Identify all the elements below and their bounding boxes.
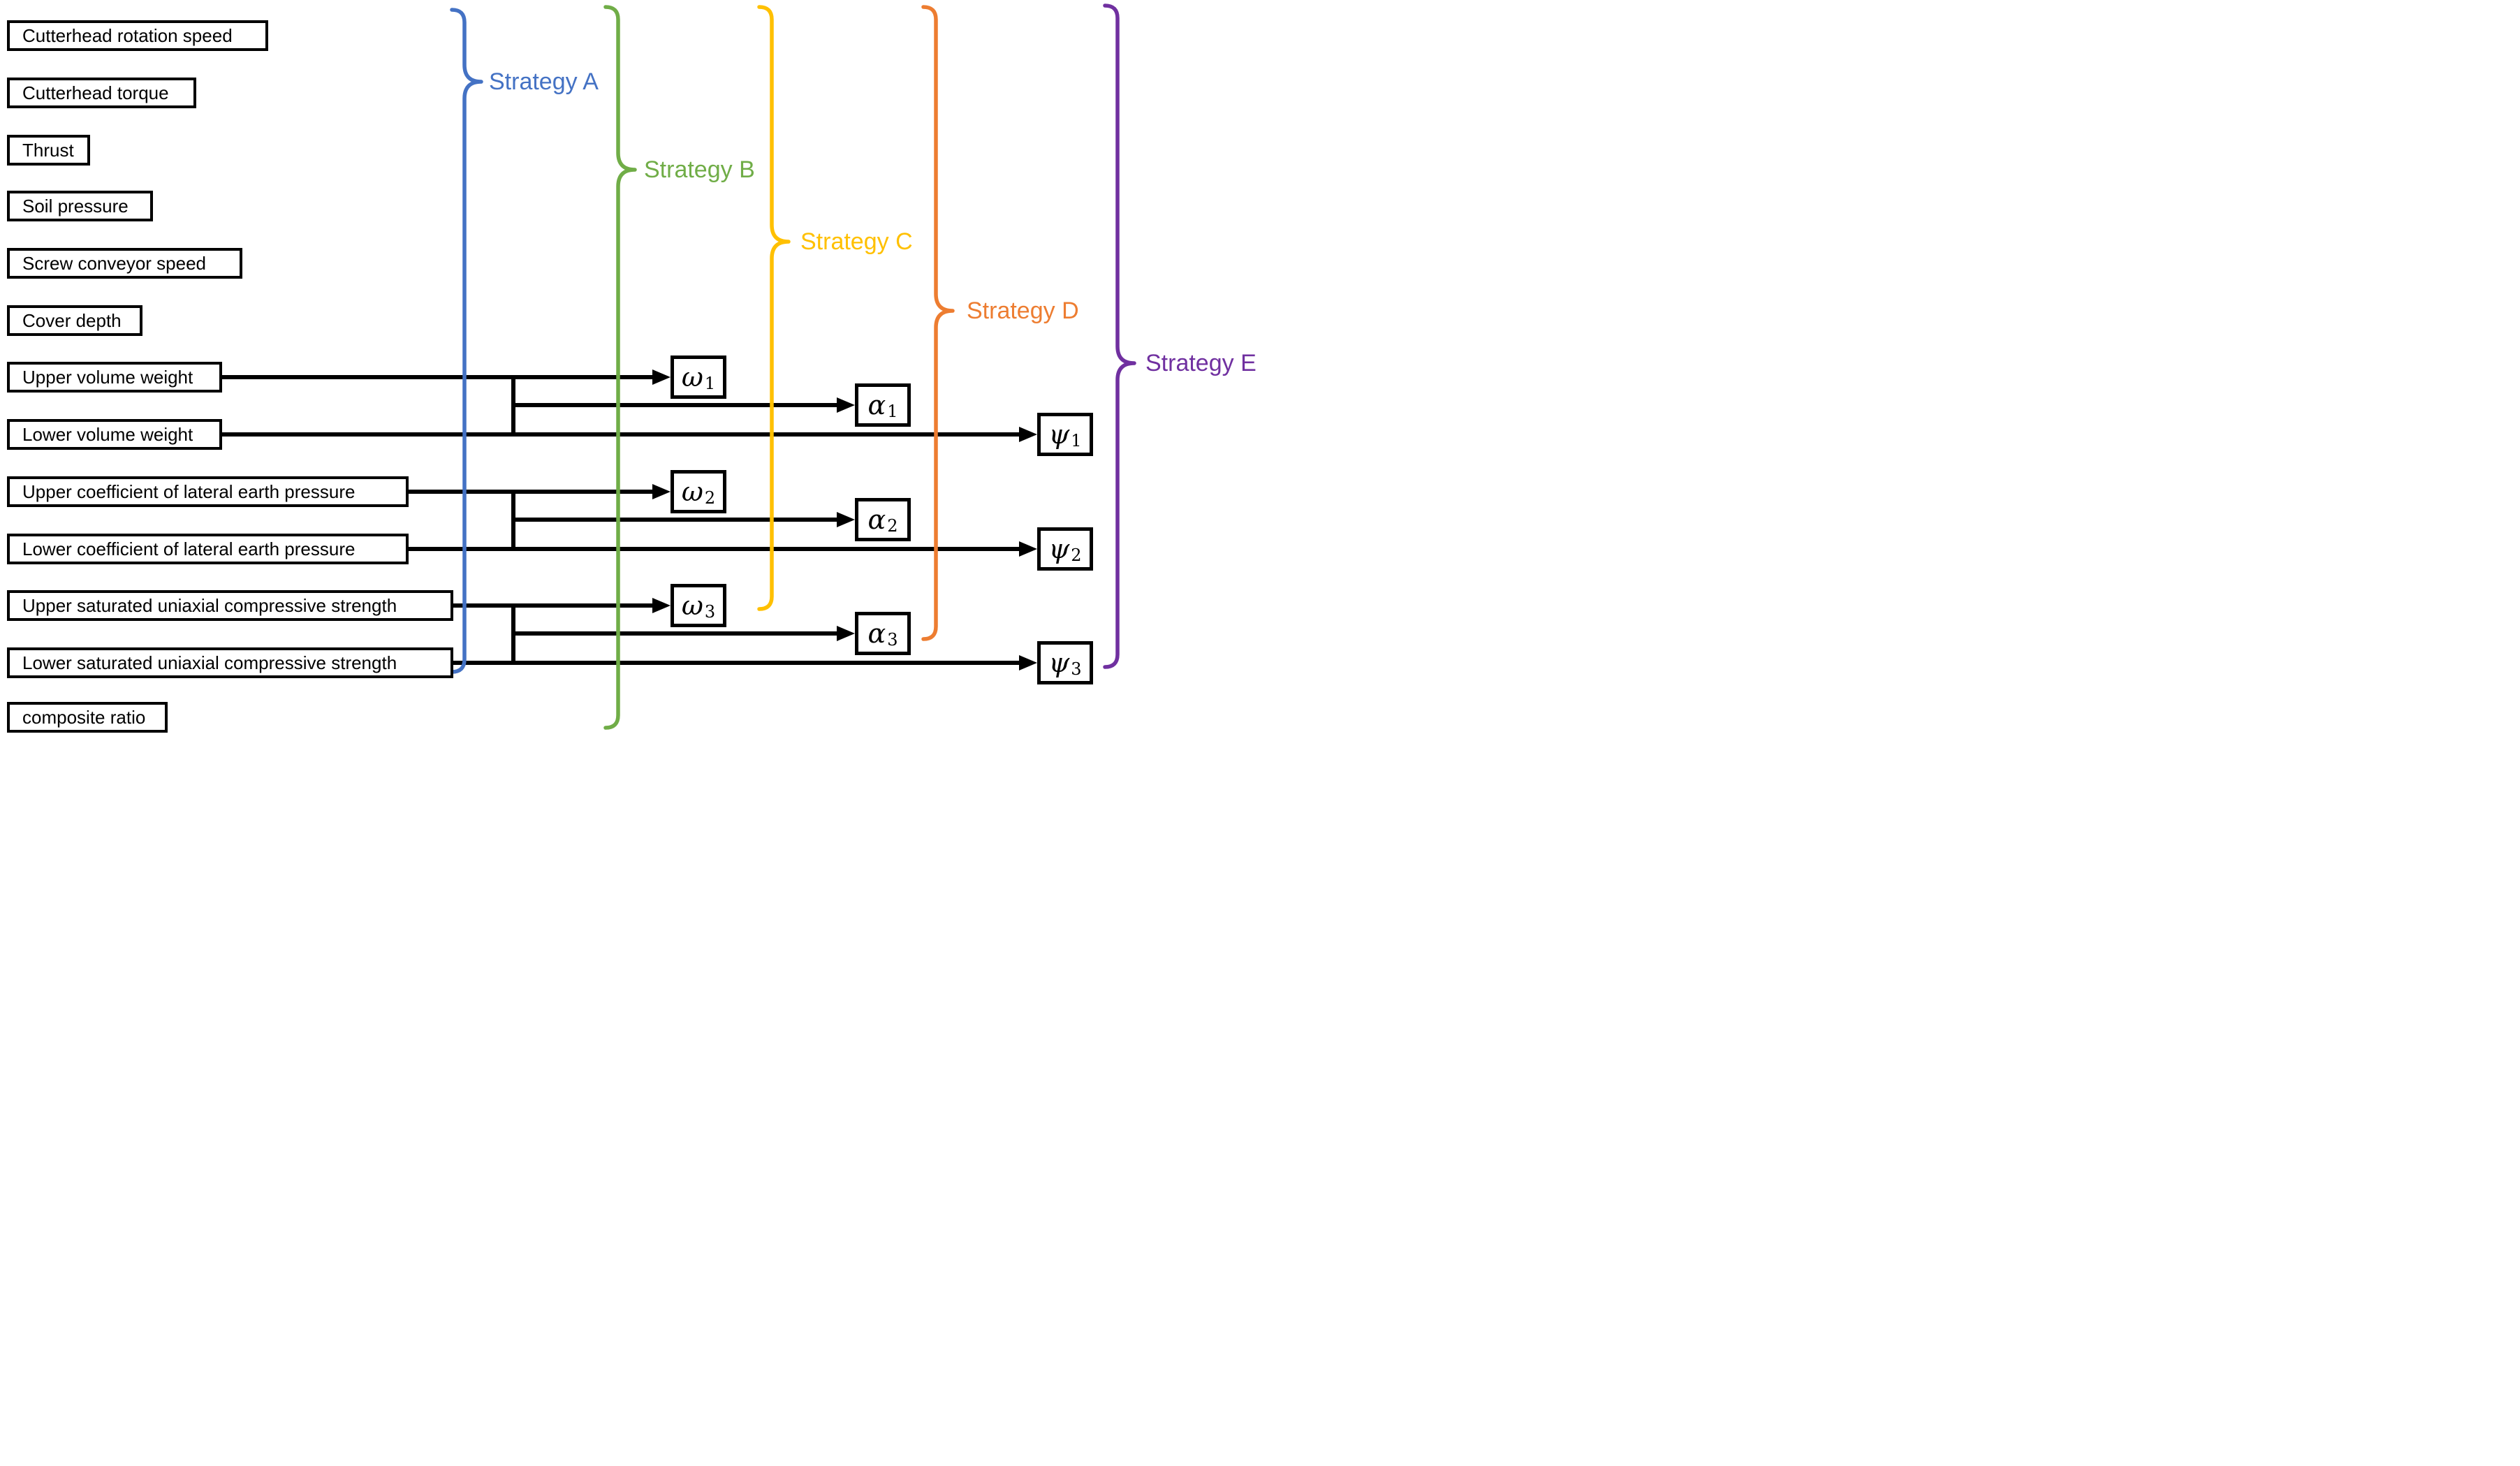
weight-symbol: ω (681, 590, 703, 621)
feature-label: Upper saturated uniaxial compressive str… (22, 594, 397, 616)
feature-label: Lower volume weight (22, 423, 193, 445)
feature-label: composite ratio (22, 706, 146, 728)
arrowhead-omega1 (652, 369, 671, 385)
weight-symbol: α (867, 504, 886, 535)
strategy-b-label: Strategy B (644, 156, 755, 183)
feature-label: Lower coefficient of lateral earth press… (22, 538, 356, 559)
weight-symbol: ψ (1048, 647, 1070, 678)
weight-symbol: ω (681, 362, 703, 393)
strategy-a-brace (450, 8, 483, 674)
connection-group-volume-weight (222, 369, 1037, 442)
feature-label: Upper volume weight (22, 366, 193, 388)
feature-box-soil-pressure: Soil pressure (7, 191, 153, 221)
feature-box-composite-ratio: composite ratio (7, 702, 168, 733)
feature-box-lower-coeff-lateral-earth-pressure: Lower coefficient of lateral earth press… (7, 534, 409, 564)
feature-box-upper-coeff-lateral-earth-pressure: Upper coefficient of lateral earth press… (7, 476, 409, 507)
feature-label: Cutterhead rotation speed (22, 24, 233, 46)
feature-box-upper-saturated-compressive-strength: Upper saturated uniaxial compressive str… (7, 590, 453, 621)
strategy-e-brace (1103, 3, 1136, 669)
weight-subscript: 2 (887, 516, 898, 536)
feature-box-lower-saturated-compressive-strength: Lower saturated uniaxial compressive str… (7, 647, 453, 678)
diagram-lines-layer (222, 3, 1136, 730)
arrowhead-alpha2 (837, 512, 855, 527)
feature-label: Cover depth (22, 309, 122, 331)
strategy-d-brace (921, 5, 955, 641)
feature-box-cover-depth: Cover depth (7, 305, 142, 336)
strategy-a-label: Strategy A (489, 68, 599, 95)
feature-box-screw-conveyor-speed: Screw conveyor speed (7, 248, 242, 279)
weight-subscript: 1 (887, 402, 898, 421)
feature-label: Lower saturated uniaxial compressive str… (22, 652, 397, 673)
weight-symbol: ω (681, 476, 703, 507)
weight-symbol: ψ (1048, 534, 1070, 564)
strategy-b-brace (603, 5, 637, 730)
feature-box-lower-volume-weight: Lower volume weight (7, 419, 222, 450)
weight-subscript: 1 (704, 374, 716, 393)
weight-subscript: 2 (704, 488, 716, 508)
feature-label: Thrust (22, 139, 74, 161)
weight-subscript: 3 (704, 602, 716, 622)
arrowhead-psi2 (1019, 541, 1037, 557)
arrowhead-alpha3 (837, 626, 855, 641)
weight-subscript: 3 (887, 630, 898, 650)
feature-box-cutterhead-torque: Cutterhead torque (7, 78, 196, 108)
arrowhead-psi1 (1019, 427, 1037, 442)
feature-box-thrust: Thrust (7, 135, 90, 166)
weight-symbol: α (867, 390, 886, 420)
weight-subscript: 1 (1071, 431, 1082, 450)
feature-box-cutterhead-rotation-speed: Cutterhead rotation speed (7, 20, 268, 51)
arrowhead-psi3 (1019, 655, 1037, 670)
strategy-c-brace (757, 5, 791, 611)
strategy-c-label: Strategy C (800, 228, 913, 255)
arrowhead-alpha1 (837, 397, 855, 413)
weight-subscript: 3 (1071, 659, 1082, 679)
weight-symbol: α (867, 618, 886, 649)
feature-label: Upper coefficient of lateral earth press… (22, 481, 356, 502)
weight-subscript: 2 (1071, 545, 1082, 565)
feature-label: Soil pressure (22, 195, 129, 217)
arrowhead-omega3 (652, 598, 671, 613)
weight-symbol: ψ (1048, 419, 1070, 450)
connection-group-compressive-strength (453, 598, 1037, 670)
feature-label: Screw conveyor speed (22, 252, 207, 274)
strategy-e-label: Strategy E (1145, 350, 1257, 376)
feature-box-upper-volume-weight: Upper volume weight (7, 362, 222, 393)
feature-label: Cutterhead torque (22, 82, 169, 103)
connection-group-lateral-earth-pressure (409, 484, 1037, 557)
arrowhead-omega2 (652, 484, 671, 499)
strategy-d-label: Strategy D (967, 298, 1079, 324)
feature-selection-strategy-diagram: Cutterhead rotation speed Cutterhead tor… (0, 0, 1260, 733)
